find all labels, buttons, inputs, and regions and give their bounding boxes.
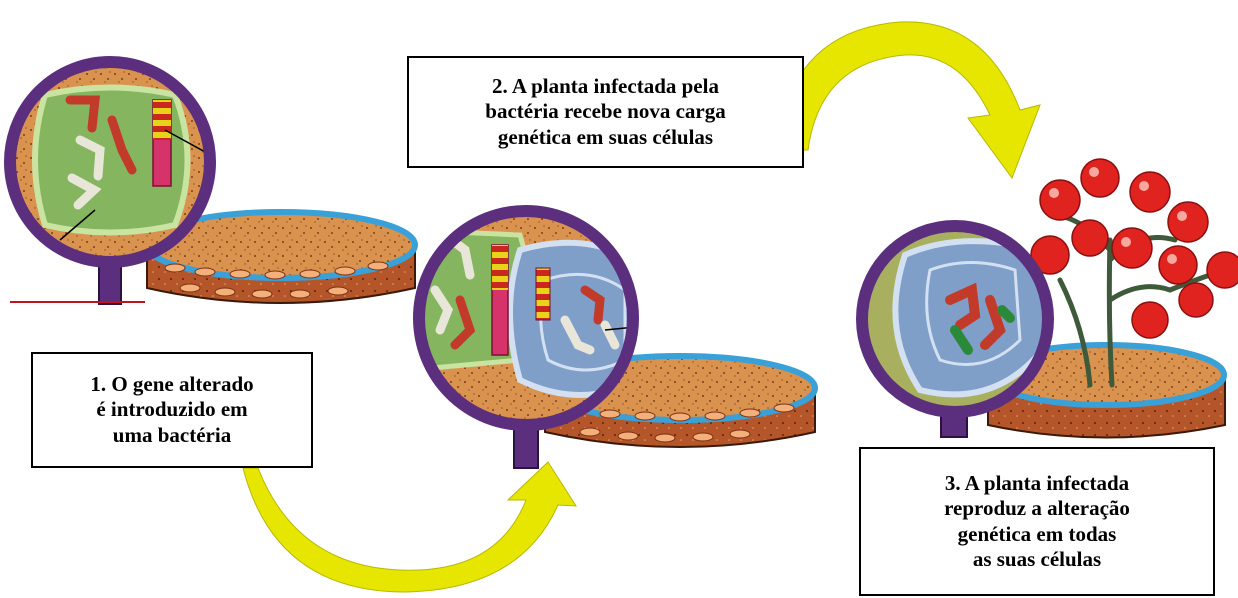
step-3-line-1: 3. A planta infectada (945, 471, 1129, 496)
step-3-caption: 3. A planta infectada reproduz a alteraç… (859, 447, 1215, 596)
step-2-line-2: bactéria recebe nova carga (485, 99, 725, 124)
step-1-line-3: uma bactéria (113, 423, 231, 448)
step-3-line-3: genética em todas (958, 522, 1117, 547)
arrow-step2-to-step3 (775, 22, 1040, 178)
step-1-line-2: é introduzido em (96, 397, 247, 422)
step-1-caption: 1. O gene alterado é introduzido em uma … (31, 352, 313, 468)
step-2-line-1: 2. A planta infectada pela (492, 74, 719, 99)
arrow-step1-to-step2 (243, 462, 576, 592)
step-2-caption: 2. A planta infectada pela bactéria rece… (407, 56, 804, 168)
step-3-line-4: as suas células (973, 547, 1101, 572)
step-2-line-3: genética em suas células (498, 125, 713, 150)
step-1-line-1: 1. O gene alterado (90, 372, 253, 397)
step-3-line-2: reproduz a alteração (944, 496, 1130, 521)
